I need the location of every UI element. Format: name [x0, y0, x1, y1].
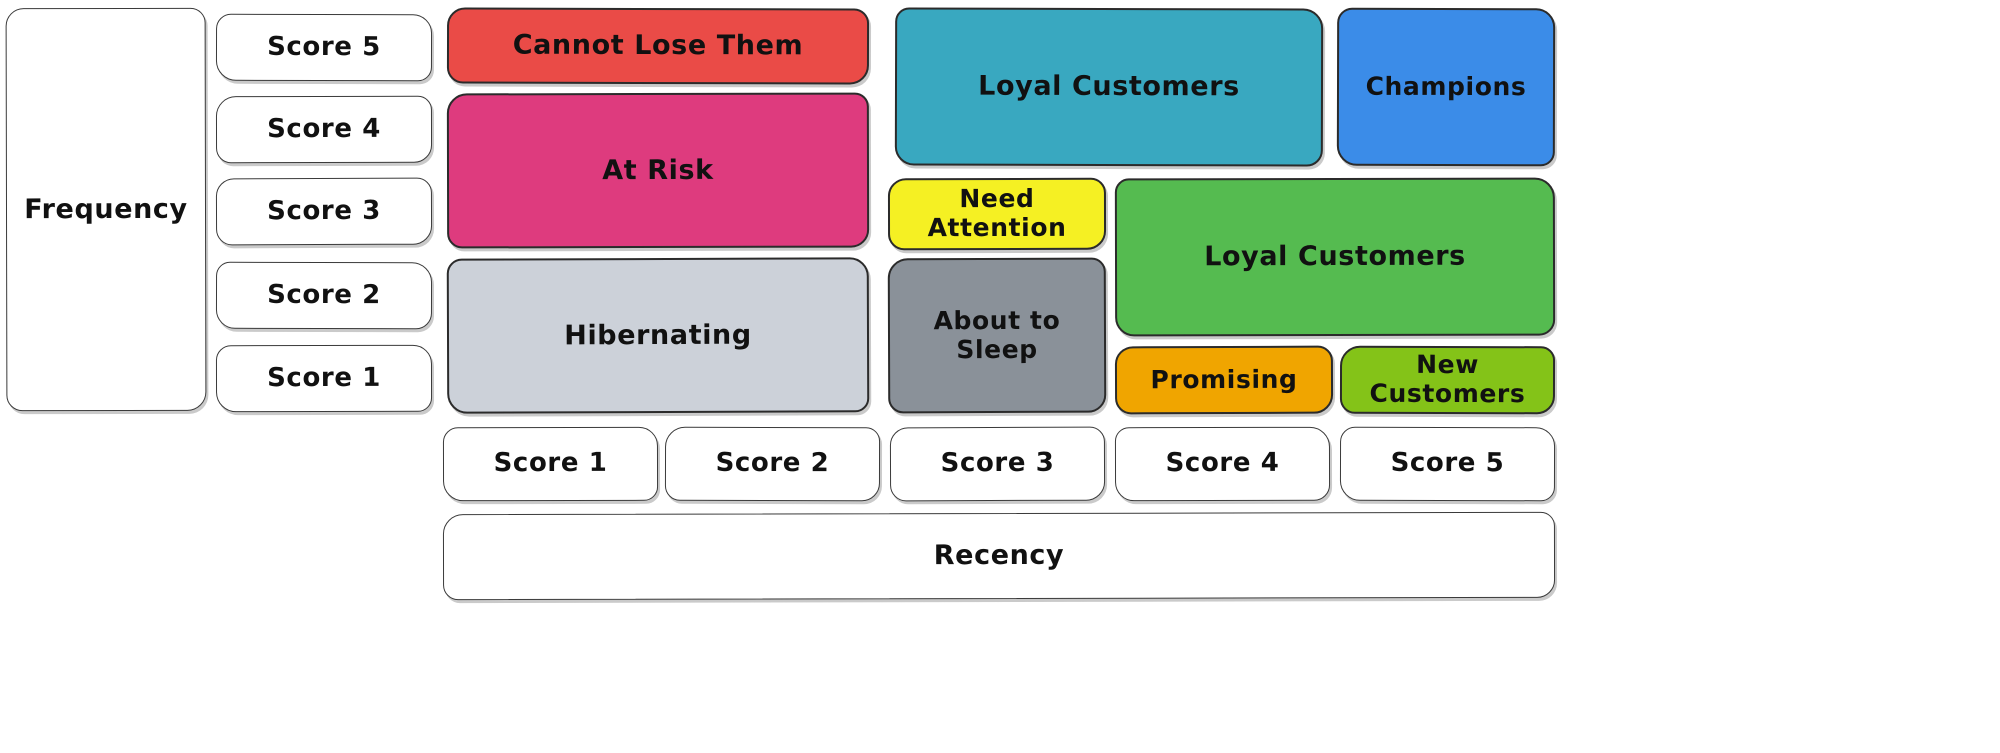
frequency-score-1-label: Score 1 [267, 362, 381, 393]
segment-loyal-customers-green[interactable]: Loyal Customers [1114, 177, 1556, 337]
segment-need-attention[interactable]: Need Attention [887, 177, 1107, 251]
recency-score-4-label: Score 4 [1165, 447, 1280, 479]
segment-hibernating[interactable]: Hibernating [446, 257, 870, 414]
segment-loyal-customers-teal[interactable]: Loyal Customers [894, 7, 1324, 167]
segment-cannot-lose-them-label: Cannot Lose Them [512, 30, 804, 62]
recency-score-1-label: Score 1 [493, 447, 608, 479]
segment-champions-label: Champions [1365, 71, 1527, 101]
frequency-score-3[interactable]: Score 3 [215, 177, 433, 246]
segment-cannot-lose-them[interactable]: Cannot Lose Them [446, 7, 870, 85]
frequency-score-4[interactable]: Score 4 [215, 95, 433, 164]
axis-frequency-text: Frequency [24, 193, 188, 226]
recency-score-2[interactable]: Score 2 [664, 426, 881, 502]
segment-need-attention-label: Need Attention [927, 184, 1067, 243]
recency-score-2-label: Score 2 [715, 447, 830, 479]
segment-at-risk-label: At Risk [602, 154, 714, 187]
frequency-score-3-label: Score 3 [267, 195, 381, 226]
recency-score-3-label: Score 3 [940, 447, 1055, 479]
segment-loyal-customers-green-label: Loyal Customers [1204, 241, 1466, 273]
segment-new-customers-label: New Customers [1369, 350, 1526, 409]
axis-label-frequency: Frequency [5, 7, 207, 412]
segment-about-to-sleep[interactable]: About to Sleep [887, 257, 1107, 414]
segment-promising-label: Promising [1150, 364, 1298, 394]
segment-about-to-sleep-label: About to Sleep [933, 305, 1061, 364]
frequency-score-5-label: Score 5 [267, 31, 381, 62]
segment-loyal-customers-teal-label: Loyal Customers [978, 71, 1240, 103]
frequency-score-4-label: Score 4 [267, 113, 381, 144]
axis-label-recency: Recency [442, 511, 1556, 601]
recency-score-5[interactable]: Score 5 [1339, 426, 1556, 502]
segment-hibernating-label: Hibernating [564, 319, 752, 352]
recency-score-4[interactable]: Score 4 [1114, 426, 1331, 502]
segment-champions[interactable]: Champions [1336, 7, 1556, 167]
frequency-score-2[interactable]: Score 2 [215, 261, 433, 330]
frequency-score-1[interactable]: Score 1 [215, 344, 433, 413]
recency-score-5-label: Score 5 [1390, 447, 1505, 479]
frequency-score-2-label: Score 2 [267, 279, 381, 310]
recency-score-1[interactable]: Score 1 [442, 426, 659, 502]
axis-recency-text: Recency [933, 540, 1065, 572]
frequency-score-5[interactable]: Score 5 [215, 13, 433, 82]
recency-score-3[interactable]: Score 3 [889, 426, 1106, 502]
segment-at-risk[interactable]: At Risk [446, 92, 870, 249]
segment-new-customers[interactable]: New Customers [1339, 345, 1556, 415]
segment-promising[interactable]: Promising [1114, 345, 1334, 415]
